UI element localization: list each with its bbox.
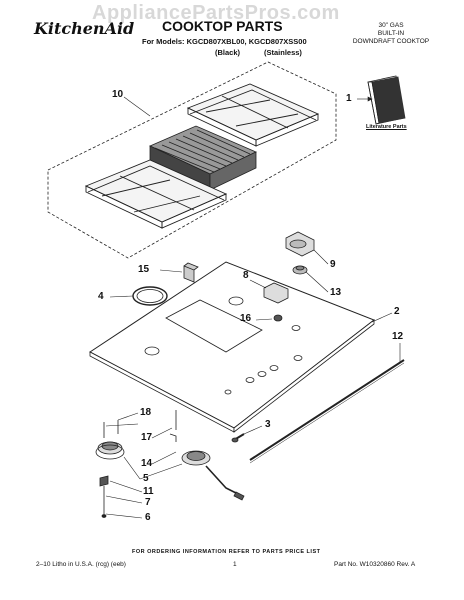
part-number: Part No. W10320860 Rev. A xyxy=(334,561,416,568)
callout-6: 6 xyxy=(145,512,151,523)
ordering-note: FOR ORDERING INFORMATION REFER TO PARTS … xyxy=(132,549,321,555)
watermark: AppliancePartsPros.com xyxy=(92,2,340,24)
callout-9: 9 xyxy=(330,259,336,270)
product-desc-line: DOWNDRAFT COOKTOP xyxy=(352,38,430,45)
model-variant-stainless: (Stainless) xyxy=(264,48,302,57)
product-desc-line: BUILT-IN xyxy=(377,30,405,37)
panel-holes xyxy=(144,296,303,395)
igniter xyxy=(99,475,109,518)
page-number: 1 xyxy=(233,561,237,568)
callout-11: 11 xyxy=(143,486,154,497)
knob-spring xyxy=(273,314,283,322)
model-variant-black: (Black) xyxy=(215,48,241,57)
support-rod xyxy=(249,359,405,461)
product-description: 30" GAS BUILT-IN DOWNDRAFT COOKTOP xyxy=(341,22,441,46)
callout-16: 16 xyxy=(240,313,252,324)
callout-1: 1 xyxy=(346,93,352,104)
callout-17: 17 xyxy=(141,432,153,443)
control-knob-small xyxy=(263,282,289,304)
callout-2: 2 xyxy=(394,306,400,317)
callout-7: 7 xyxy=(145,497,151,508)
litho-line: 2–10 Litho in U.S.A. (rcg) (eeb) xyxy=(36,561,126,568)
literature-label: Literature Parts xyxy=(366,124,407,130)
callout-10: 10 xyxy=(112,89,124,100)
leader-lines xyxy=(105,96,401,519)
callout-4: 4 xyxy=(98,291,104,302)
downdraft-vent xyxy=(165,299,263,353)
grate-right xyxy=(186,83,320,147)
callout-14: 14 xyxy=(141,458,153,469)
bracket-part xyxy=(183,262,199,283)
grate-left xyxy=(84,159,228,229)
callout-15: 15 xyxy=(138,264,150,275)
griddle-grate xyxy=(149,125,257,191)
callout-8: 8 xyxy=(243,270,249,281)
product-desc-line: 30" GAS xyxy=(378,22,404,29)
brand-logo: KitchenAid xyxy=(34,19,135,38)
burner-assembly-right xyxy=(169,410,245,501)
control-knob-large xyxy=(285,231,315,257)
burner-assembly-left xyxy=(95,420,125,460)
page-title: COOKTOP PARTS xyxy=(162,18,283,34)
callout-18: 18 xyxy=(140,407,152,418)
callout-13: 13 xyxy=(330,287,342,298)
callout-3: 3 xyxy=(265,419,271,430)
models-line: For Models: KGCD807XBL00, KGCD807XSS00 xyxy=(142,37,307,46)
grates-outline xyxy=(47,61,337,259)
callout-5: 5 xyxy=(143,473,149,484)
screw xyxy=(231,433,245,443)
callout-12: 12 xyxy=(392,331,404,342)
literature-booklet xyxy=(367,75,406,125)
